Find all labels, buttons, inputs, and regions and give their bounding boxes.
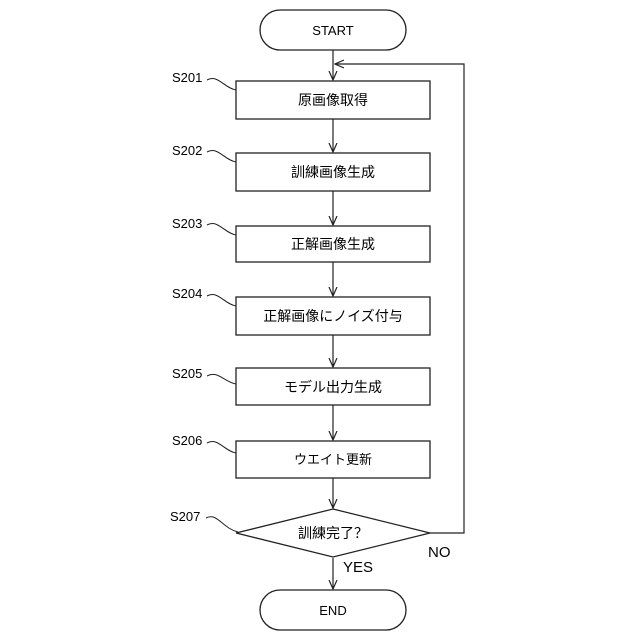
leader-s205 bbox=[207, 374, 236, 384]
leader-s206 bbox=[207, 442, 236, 453]
process-text-s203: 正解画像生成 bbox=[291, 237, 375, 253]
decision-text-s207: 訓練完了？ bbox=[298, 526, 368, 542]
process-text-s205: モデル出力生成 bbox=[284, 379, 382, 396]
process-text-s206: ウエイト更新 bbox=[294, 452, 372, 468]
step-id-s203: S203 bbox=[172, 216, 202, 231]
step-id-s206: S206 bbox=[172, 433, 202, 448]
step-id-s202: S202 bbox=[172, 143, 202, 158]
branch-no-label: NO bbox=[428, 544, 451, 561]
start-label: START bbox=[312, 23, 353, 38]
leader-s201 bbox=[207, 79, 236, 90]
step-id-s207: S207 bbox=[170, 509, 200, 524]
leader-s202 bbox=[207, 151, 236, 162]
leader-s207 bbox=[206, 517, 238, 532]
leader-s204 bbox=[207, 295, 236, 306]
process-text-s204: 正解画像にノイズ付与 bbox=[263, 309, 403, 325]
leader-s203 bbox=[207, 224, 236, 235]
step-id-s204: S204 bbox=[172, 286, 202, 301]
process-text-s202: 訓練画像生成 bbox=[291, 165, 375, 181]
step-id-s205: S205 bbox=[172, 366, 202, 381]
branch-yes-label: YES bbox=[343, 559, 373, 576]
step-id-s201: S201 bbox=[172, 70, 202, 85]
process-text-s201: 原画像取得 bbox=[298, 92, 368, 109]
end-label: END bbox=[319, 603, 346, 618]
